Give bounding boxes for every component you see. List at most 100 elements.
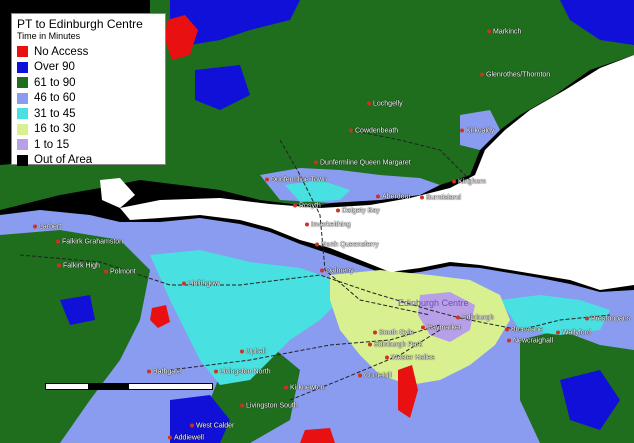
over-90-west	[60, 295, 95, 325]
station-dot-icon	[336, 208, 340, 213]
town-name: Linlithgow	[188, 280, 220, 288]
station-dot-icon	[168, 435, 172, 440]
town-name: North Queensferry	[321, 241, 379, 249]
town-name: Uphall	[246, 348, 266, 356]
station-dot-icon	[190, 423, 194, 428]
town-label: South Gyle	[373, 330, 414, 337]
station-dot-icon	[505, 327, 509, 332]
station-dot-icon	[314, 160, 318, 165]
station-dot-icon	[284, 385, 288, 390]
town-name: Curriehill	[364, 372, 392, 380]
town-name: Edinburgh Park	[374, 341, 423, 349]
town-label: Wester Hailes	[385, 355, 434, 362]
town-label: Polmont	[104, 269, 136, 276]
legend-label: 31 to 45	[34, 107, 76, 120]
station-dot-icon	[420, 195, 424, 200]
legend-swatch	[17, 108, 28, 120]
town-name: West Calder	[196, 422, 235, 430]
town-name: Dalgety Bay	[342, 207, 380, 215]
station-dot-icon	[320, 268, 324, 273]
town-label: Markinch	[487, 29, 521, 36]
station-dot-icon	[104, 269, 108, 274]
town-label: Wallyford	[556, 330, 591, 337]
legend-swatch	[17, 154, 28, 166]
town-name: Addiewell	[174, 434, 204, 442]
station-dot-icon	[373, 330, 377, 335]
town-label: Brunstane	[505, 327, 543, 334]
scale-bar	[45, 383, 213, 390]
station-dot-icon	[293, 203, 297, 208]
over-90-northeast	[560, 0, 634, 45]
town-label: Newcraighall	[507, 338, 553, 345]
town-label: Rosyth	[293, 203, 321, 210]
west-green	[0, 230, 150, 443]
town-name: Dunfermline Town	[271, 176, 327, 184]
station-dot-icon	[452, 179, 456, 184]
town-label: Kirknewton	[284, 385, 325, 392]
town-name: Larbert	[39, 223, 62, 231]
town-name: Prestonpans	[591, 315, 631, 323]
station-dot-icon	[240, 349, 244, 354]
legend-swatch	[17, 61, 28, 73]
legend-title: PT to Edinburgh Centre	[17, 17, 143, 31]
town-name: Bathgate	[153, 368, 182, 376]
town-label: Edinburgh Park	[368, 342, 422, 349]
legend-swatch	[17, 46, 28, 58]
town-label: Curriehill	[358, 373, 392, 380]
town-label: Kinghorn	[452, 179, 486, 186]
town-name: Inverkeithing	[311, 221, 351, 229]
legend-item: No Access	[17, 44, 160, 60]
town-name: Dunfermline Queen Margaret	[320, 159, 411, 167]
legend-swatch	[17, 77, 28, 89]
legend-swatch	[17, 139, 28, 151]
legend-label: 61 to 90	[34, 76, 76, 89]
station-dot-icon	[305, 222, 309, 227]
band-1-15	[418, 292, 475, 342]
town-label: Lochgelly	[367, 101, 403, 108]
station-dot-icon	[460, 128, 464, 133]
town-label: Dunfermline Town	[265, 177, 327, 184]
station-dot-icon	[315, 242, 319, 247]
town-label: Kirkcaldy	[460, 128, 494, 135]
town-label: Addiewell	[168, 435, 204, 442]
town-label: West Calder	[190, 423, 234, 430]
town-label: Edinburgh	[456, 315, 494, 322]
station-dot-icon	[147, 369, 151, 374]
station-dot-icon	[385, 355, 389, 360]
town-label: Dalmeny	[320, 268, 354, 275]
town-name: Dalmeny	[326, 267, 354, 275]
island	[476, 215, 492, 240]
legend-subtitle: Time in Minutes	[17, 31, 81, 41]
station-dot-icon	[456, 315, 460, 320]
town-name: Burntisland	[426, 194, 462, 202]
legend-item: 46 to 60	[17, 91, 160, 107]
station-dot-icon	[265, 177, 269, 182]
station-dot-icon	[480, 72, 484, 77]
town-name: Markinch	[493, 28, 522, 36]
town-label: Uphall	[240, 349, 266, 356]
station-dot-icon	[585, 316, 589, 321]
firth-west	[100, 178, 135, 208]
legend-label: No Access	[34, 45, 89, 58]
legend-label: 46 to 60	[34, 92, 76, 105]
town-label: Glenrothes/Thornton	[480, 72, 550, 79]
town-label: Haymarket	[421, 325, 461, 332]
town-name: Haymarket	[427, 324, 461, 332]
town-label: Aberdour	[376, 194, 411, 201]
station-dot-icon	[376, 194, 380, 199]
town-name: Kirkcaldy	[466, 127, 495, 135]
town-name: Wester Hailes	[391, 354, 435, 362]
band-16-30	[330, 270, 510, 385]
over-90-south-2	[560, 370, 620, 430]
town-name: Newcraighall	[513, 337, 554, 345]
legend-item: 16 to 30	[17, 122, 160, 138]
town-label: Larbert	[33, 224, 61, 231]
legend-swatch	[17, 92, 28, 104]
legend-item: 61 to 90	[17, 75, 160, 91]
no-access-bottom	[300, 428, 335, 443]
station-dot-icon	[367, 101, 371, 106]
over-90-fife	[195, 65, 250, 110]
